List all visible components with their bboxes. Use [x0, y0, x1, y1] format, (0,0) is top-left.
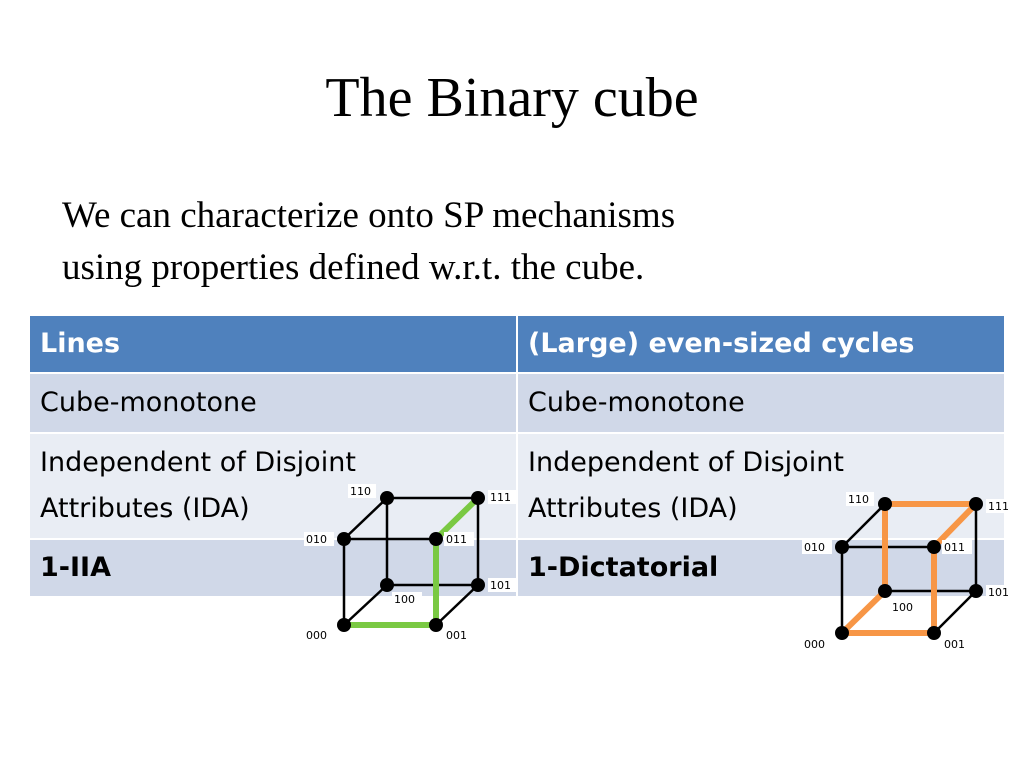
cube-vertex	[927, 540, 941, 554]
cube-vertex	[429, 532, 443, 546]
table-cell: Independent of Disjoint Attributes (IDA)	[28, 432, 518, 540]
vertex-label: 000	[804, 638, 825, 651]
subtitle-line-2: using properties defined w.r.t. the cube…	[62, 247, 645, 288]
cube-vertex	[927, 626, 941, 640]
vertex-label: 110	[350, 485, 371, 498]
vertex-label: 011	[446, 533, 467, 546]
cube-vertex	[969, 497, 983, 511]
table-header-row: Lines (Large) even-sized cycles	[28, 314, 1006, 374]
vertex-label: 011	[944, 541, 965, 554]
highlight-line-path	[344, 495, 481, 628]
table-cell: Independent of Disjoint Attributes (IDA)	[516, 432, 1006, 540]
vertex-label: 000	[306, 629, 327, 642]
cube-vertex	[969, 584, 983, 598]
vertex-label: 010	[306, 533, 327, 546]
cube-vertex	[337, 532, 351, 546]
cube-vertex	[878, 584, 892, 598]
vertex-label: 001	[446, 629, 467, 642]
slide-title: The Binary cube	[325, 67, 699, 129]
cube-vertex	[380, 578, 394, 592]
vertex-label: 111	[988, 500, 1009, 513]
vertex-label: 010	[804, 541, 825, 554]
cube-vertex	[835, 626, 849, 640]
vertex-label: 111	[490, 491, 511, 504]
vertex-label: 100	[892, 601, 913, 614]
binary-cube-lines: 110 111 010 011 100 101 000 001	[304, 484, 516, 642]
header-lines: Lines	[28, 314, 518, 374]
header-cycles: (Large) even-sized cycles	[516, 314, 1006, 374]
vertex-label: 101	[490, 579, 511, 592]
cube-vertex	[337, 618, 351, 632]
cube-vertex	[471, 491, 485, 505]
table-row: Independent of Disjoint Attributes (IDA)…	[28, 432, 1006, 540]
binary-cube-cycle: 110 111 010 011 100 101 000 001	[802, 492, 1016, 651]
table-row: Cube-monotone Cube-monotone	[28, 372, 1006, 434]
cube-vertex	[380, 491, 394, 505]
vertex-label: 101	[988, 586, 1009, 599]
vertex-label: 001	[944, 638, 965, 651]
cube-vertex	[835, 540, 849, 554]
cube-vertex	[471, 578, 485, 592]
table-cell: Cube-monotone	[516, 372, 1006, 434]
subtitle: We can characterize onto SP mechanisms u…	[62, 190, 842, 294]
table-cell: Cube-monotone	[28, 372, 518, 434]
vertex-label: 110	[848, 493, 869, 506]
properties-table: Lines (Large) even-sized cycles Cube-mon…	[28, 314, 1006, 598]
subtitle-line-1: We can characterize onto SP mechanisms	[62, 195, 676, 236]
vertex-label: 100	[394, 593, 415, 606]
cube-vertex	[878, 497, 892, 511]
cube-vertex	[429, 618, 443, 632]
